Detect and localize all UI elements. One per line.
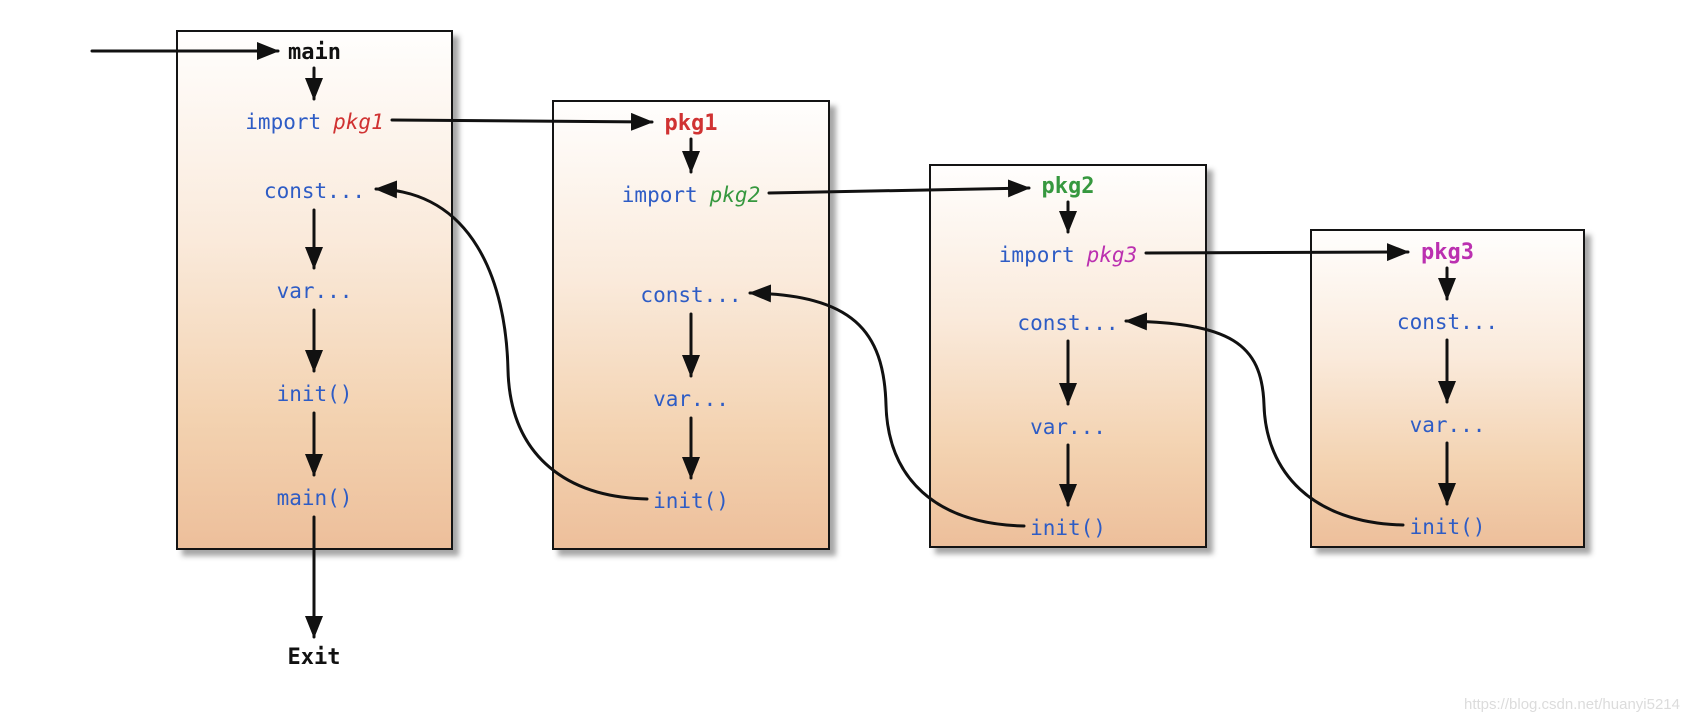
exit-label: Exit: [287, 645, 341, 670]
step-mainfn-main: main(): [276, 486, 353, 510]
box-title-main: main: [288, 40, 341, 65]
step-init-pkg2: init(): [1030, 516, 1106, 540]
import-package-pkg1: pkg1: [333, 110, 384, 134]
box-title-pkg1: pkg1: [664, 111, 718, 136]
import-keyword: import: [245, 110, 322, 134]
package-box-pkg3: pkg3 const... var... init(): [1310, 229, 1585, 548]
step-const-pkg1: const...: [640, 283, 742, 307]
step-init-pkg1: init(): [653, 489, 729, 513]
box-title-pkg3: pkg3: [1421, 240, 1474, 265]
import-package-pkg3: pkg3: [1086, 243, 1138, 267]
import-statement-pkg1: import pkg2: [622, 181, 760, 209]
step-const-pkg2: const...: [1017, 311, 1119, 335]
step-var-pkg3: var...: [1409, 413, 1486, 437]
package-box-main: main import pkg1 const... var... init() …: [176, 30, 453, 550]
step-const-pkg3: const...: [1396, 310, 1499, 334]
step-const-main: const...: [263, 179, 366, 203]
import-keyword: import: [621, 183, 698, 207]
import-statement-main: import pkg1: [245, 108, 383, 136]
watermark-url: https://blog.csdn.net/huanyi5214: [1464, 696, 1680, 713]
package-box-pkg1: pkg1 import pkg2 const... var... init(): [552, 100, 830, 550]
import-statement-pkg2: import pkg3: [999, 241, 1137, 269]
step-var-main: var...: [276, 279, 353, 303]
import-package-pkg2: pkg2: [709, 183, 761, 207]
step-init-pkg3: init(): [1409, 515, 1486, 539]
step-var-pkg2: var...: [1030, 415, 1106, 439]
box-title-pkg2: pkg2: [1041, 174, 1095, 199]
import-keyword: import: [998, 243, 1075, 267]
package-box-pkg2: pkg2 import pkg3 const... var... init(): [929, 164, 1207, 548]
step-init-main: init(): [276, 382, 353, 406]
step-var-pkg1: var...: [653, 387, 729, 411]
